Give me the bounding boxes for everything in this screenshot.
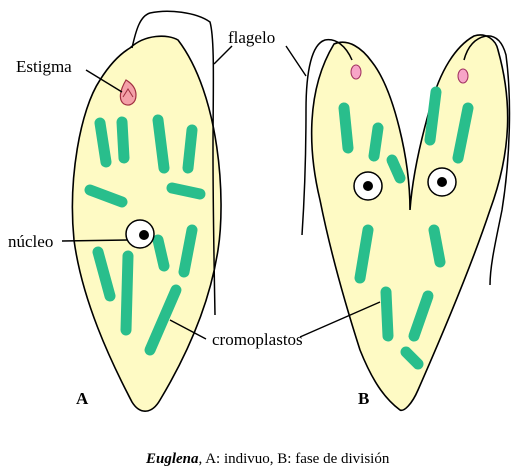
panel-label-a: A	[76, 389, 89, 408]
panel-label-b: B	[358, 389, 369, 408]
cromoplasto	[126, 256, 128, 330]
nucleo-label: núcleo	[8, 232, 53, 251]
cell-b-bud-left	[351, 65, 361, 79]
cell-b-nucleus-right	[428, 168, 456, 196]
flagelo-label: flagelo	[228, 28, 275, 47]
cromoplasto	[434, 230, 440, 262]
cromoplasto	[392, 160, 400, 178]
estigma-label: Estigma	[16, 57, 72, 76]
caption-rest: , A: indivuo, B: fase de división	[199, 451, 390, 467]
cell-b	[302, 35, 509, 410]
nucleo-leader	[62, 240, 128, 241]
cromoplasto	[386, 292, 388, 336]
flagelo-leader-b	[286, 46, 306, 76]
cromoplasto	[122, 122, 124, 158]
flagelo-leader-a	[214, 46, 232, 64]
cromoplasto	[430, 92, 436, 140]
cell-a	[72, 11, 221, 411]
cromoplastos-label: cromoplastos	[212, 330, 303, 349]
cromoplasto	[344, 108, 348, 148]
cromoplasto	[172, 188, 200, 194]
cell-b-bud-right	[458, 69, 468, 83]
figure-caption: Euglena, A: indivuo, B: fase de división	[145, 451, 390, 467]
cromoplasto	[158, 120, 164, 168]
cell-b-nucleus-left	[354, 172, 382, 200]
cromoplasto	[188, 130, 192, 168]
cromoplasto	[374, 128, 378, 156]
caption-genus: Euglena	[145, 451, 199, 467]
cell-a-nucleus	[126, 220, 154, 248]
cromoplasto	[100, 123, 106, 162]
cromoplasto	[158, 240, 164, 266]
